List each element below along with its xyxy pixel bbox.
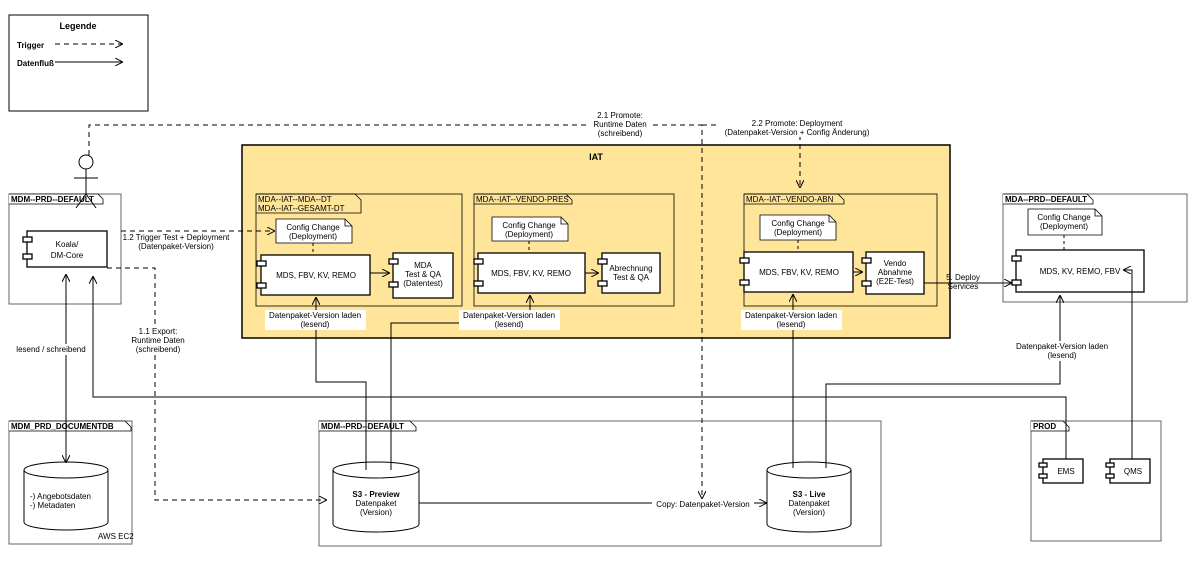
legend-title: Legende (59, 21, 96, 31)
laden-edge-1 (316, 298, 367, 470)
koala-label-2: DM-Core (51, 251, 84, 260)
component-mda-test-l2: Test & QA (405, 270, 442, 279)
config-note-4-line1: Config Change (1037, 213, 1091, 222)
mda-prd-default-title: MDA--PRD--DEFAULT (1005, 195, 1087, 204)
deploy-services-label-2: Services (948, 282, 979, 291)
iat-title: IAT (589, 152, 603, 162)
promote-deploy-label-2: (Datenpaket-Version + Config Änderung) (725, 128, 870, 137)
s3-preview-l1: S3 - Preview (352, 490, 400, 499)
legend-trigger-label: Trigger (17, 41, 44, 50)
package-vendo-abn-title: MDA--IAT--VENDO-ABN (746, 195, 834, 204)
mdm-prd-default-left-title: MDM--PRD--DEFAULT (11, 195, 94, 204)
export-edge (107, 267, 326, 500)
legend-dataflow-label: Datenfluß (17, 59, 54, 68)
docdb-line-2: -) Metadaten (30, 501, 75, 510)
koala-label-1: Koala/ (56, 240, 79, 249)
component-vendo-l2: Abnahme (878, 268, 913, 277)
promote-runtime-label-1: 2.1 Promote: (597, 111, 643, 120)
mdm-prd-documentdb-frame: MDM_PRD_DOCUMENTDB -) Angebotsdaten -) M… (8, 420, 134, 545)
laden-1-label-1: Datenpaket-Version laden (269, 311, 361, 320)
promote-runtime-label-3: (schreibend) (598, 129, 643, 138)
s3-live-l3: (Version) (793, 508, 825, 517)
component-mda-test-l1: MDA (414, 261, 432, 270)
component-abrechnung-l1: Abrechnung (609, 264, 652, 273)
promote-runtime-edge (88, 124, 702, 498)
docdb-line-1: -) Angebotsdaten (30, 492, 91, 501)
component-mds-1-label: MDS, FBV, KV, REMO (276, 271, 356, 280)
config-note-1-line1: Config Change (286, 223, 340, 232)
config-note-3-line1: Config Change (771, 219, 825, 228)
promote-deploy-label-1: 2.2 Promote: Deployment (752, 119, 843, 128)
config-note-3-line2: (Deployment) (774, 228, 822, 237)
mdm-prd-documentdb-title: MDM_PRD_DOCUMENTDB (11, 422, 114, 431)
mdm-prd-default-bottom-title: MDM--PRD--DEFAULT (321, 422, 404, 431)
package-vendo-abn: MDA--IAT--VENDO-ABN Config Change (Deplo… (739, 193, 938, 307)
prod-frame: PROD EMS QMS (1030, 420, 1162, 542)
package-mda-dt-title-2: MDA--IAT--GESAMT-DT (258, 204, 345, 213)
component-mda-test (392, 252, 454, 299)
package-vendo-pres-title: MDA--IAT--VENDO-PRES (476, 195, 569, 204)
component-mds-2-label: MDS, FBV, KV, REMO (491, 269, 571, 278)
component-prod-mds (1015, 249, 1145, 293)
qms-to-prod-edge (1124, 270, 1133, 459)
package-mda-dt: MDA--IAT--MDA--DT MDA--IAT--GESAMT-DT Co… (255, 193, 463, 307)
trigger-test-label-1: 1.2 Trigger Test + Deployment (123, 233, 231, 242)
config-note-2-line2: (Deployment) (505, 230, 553, 239)
component-mds-2 (477, 252, 586, 294)
export-label-1: 1.1 Export: (139, 327, 178, 336)
laden-3-label-1: Datenpaket-Version laden (745, 311, 837, 320)
component-ems (1042, 458, 1084, 484)
mdm-prd-default-bottom-frame: MDM--PRD--DEFAULT S3 - Preview Datenpake… (318, 420, 882, 547)
promote-runtime-label-2: Runtime Daten (593, 120, 646, 129)
ems-to-koala-edge (93, 277, 1067, 459)
package-vendo-pres: MDA--IAT--VENDO-PRES Config Change (Depl… (473, 193, 675, 307)
package-mda-dt-title-1: MDA--IAT--MDA--DT (258, 195, 332, 204)
config-note-2-line1: Config Change (502, 221, 556, 230)
component-ems-label: EMS (1057, 467, 1074, 476)
component-mds-1 (260, 254, 371, 296)
config-note-4-line2: (Deployment) (1040, 222, 1088, 231)
component-qms (1109, 458, 1151, 484)
component-mds-3-label: MDS, FBV, KV, REMO (759, 268, 839, 277)
koala-component (26, 230, 108, 268)
s3-preview-l2: Datenpaket (356, 499, 398, 508)
laden-2-label-1: Datenpaket-Version laden (463, 311, 555, 320)
deploy-services-label-1: 5. Deploy (946, 273, 980, 282)
s3-live-l2: Datenpaket (789, 499, 831, 508)
s3-live-l1: S3 - Live (793, 490, 826, 499)
laden-4-label-2: (lesend) (1048, 351, 1077, 360)
trigger-test-label-2: (Datenpaket-Version) (138, 242, 214, 251)
prod-title: PROD (1033, 422, 1056, 431)
config-note-1-line2: (Deployment) (289, 232, 337, 241)
legend: Legende Trigger Datenfluß (8, 14, 149, 112)
component-prod-mds-label: MDS, KV, REMO, FBV (1040, 267, 1121, 276)
component-vendo-l3: (E2E-Test) (876, 277, 914, 286)
copy-label: Copy: Datenpaket-Version (656, 500, 749, 509)
laden-2-label-2: (lesend) (495, 320, 524, 329)
mda-prd-default-frame: MDA--PRD--DEFAULT Config Change (Deploym… (1002, 193, 1188, 303)
component-mda-test-l3: (Datentest) (403, 279, 443, 288)
laden-1-label-2: (lesend) (301, 320, 330, 329)
export-label-2: Runtime Daten (131, 336, 184, 345)
component-mds-3 (743, 251, 854, 293)
mdm-prd-default-left-frame: MDM--PRD--DEFAULT Koala/ DM-Core (8, 193, 122, 305)
promote-deploy-edge (702, 124, 800, 187)
component-qms-label: QMS (1124, 467, 1142, 476)
component-vendo-l1: Vendo (884, 259, 907, 268)
laden-4-label-1: Datenpaket-Version laden (1016, 342, 1108, 351)
component-vendo-abnahme (865, 251, 925, 295)
laden-3-label-2: (lesend) (777, 320, 806, 329)
aws-ec2-label: AWS EC2 (98, 532, 134, 541)
laden-edge-4 (825, 296, 1060, 468)
user-actor-icon (74, 154, 98, 209)
s3-preview-l3: (Version) (360, 508, 392, 517)
lesend-schreibend-label: lesend / schreibend (16, 345, 85, 354)
component-abrechnung (601, 252, 661, 294)
component-abrechnung-l2: Test & QA (613, 273, 650, 282)
export-label-3: (schreibend) (136, 345, 181, 354)
